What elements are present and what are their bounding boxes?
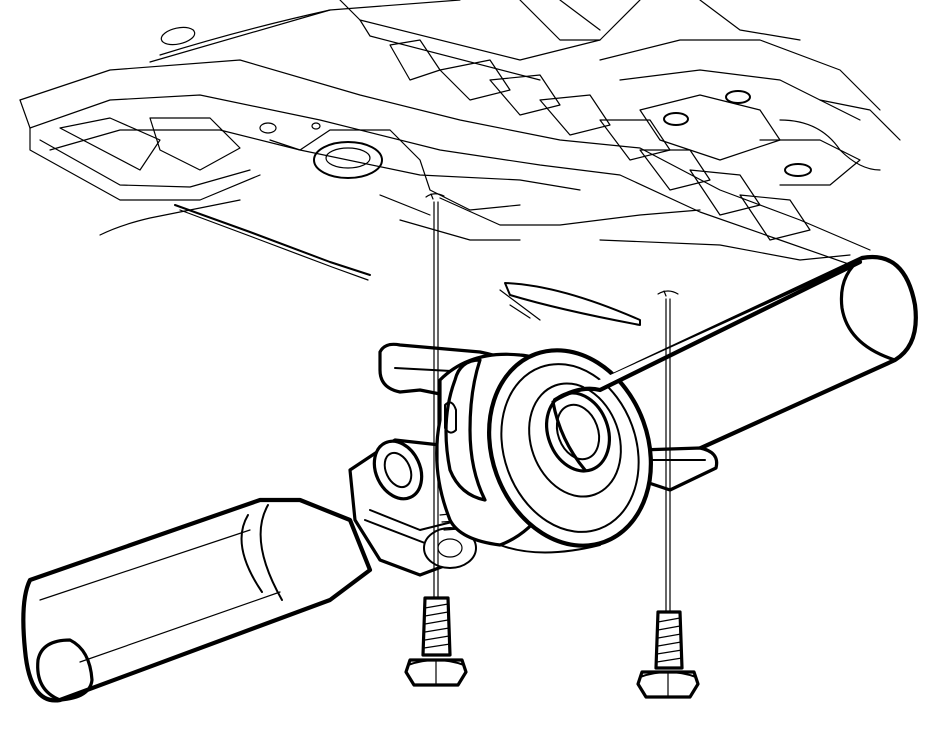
- mounting-bolt-left: [404, 596, 468, 687]
- bolt-hole-marker-right: [657, 290, 679, 297]
- propeller-shaft-front-section: [21, 497, 373, 703]
- mounting-bolt-right: [636, 610, 700, 699]
- bolt-alignment-line-right: [665, 298, 671, 613]
- shaft-through-bearing: [551, 259, 863, 472]
- vehicle-underbody-floor-panel: [19, 0, 901, 326]
- bolt-hole-marker-left: [425, 193, 445, 200]
- bolt-alignment-line-left: [433, 201, 439, 599]
- universal-joint: [348, 438, 482, 577]
